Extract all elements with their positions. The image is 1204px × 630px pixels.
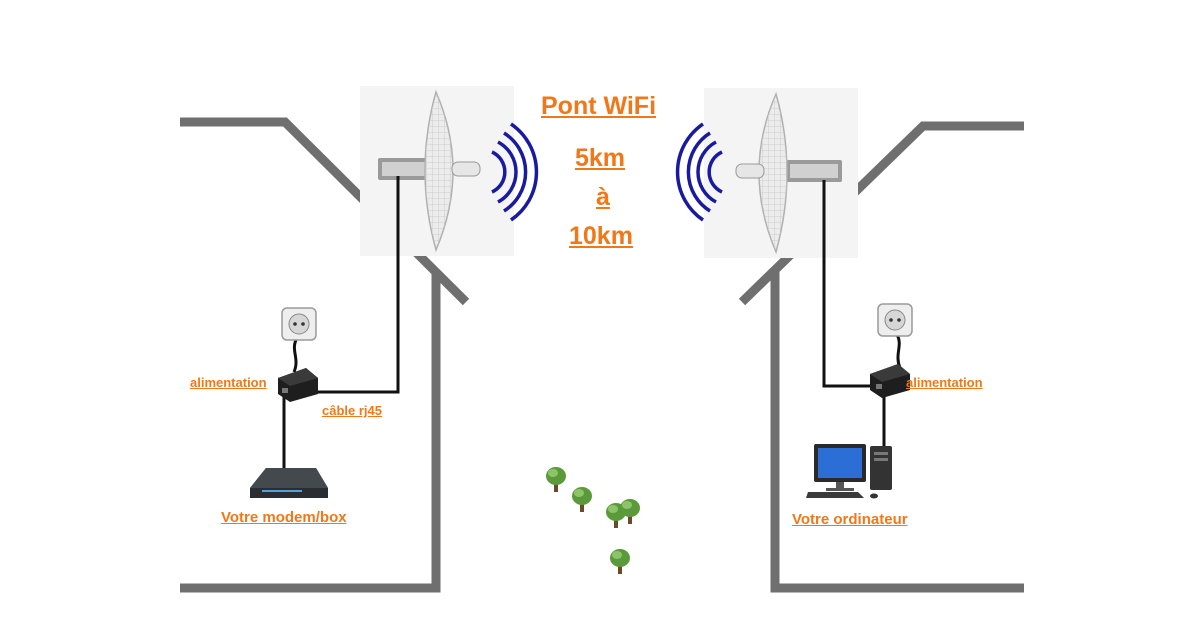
poe-injector-icon: [870, 364, 910, 398]
computer-icon: [806, 444, 892, 499]
right-power-label: alimentation: [906, 375, 983, 390]
right-device-label: Votre ordinateur: [792, 511, 908, 528]
power-outlet-icon: [877, 303, 913, 337]
tree-icon: [572, 487, 592, 512]
tree-icon: [546, 467, 566, 492]
left-device-label: Votre modem/box: [221, 509, 347, 526]
wifi-wave-icon: [675, 122, 723, 222]
distance-to: 10km: [569, 222, 633, 250]
tree-icon: [620, 499, 640, 524]
poe-injector-icon: [278, 368, 318, 402]
trees: [546, 467, 640, 574]
distance-from: 5km: [575, 144, 626, 172]
modem-icon: [250, 468, 328, 498]
distance-connector: à: [596, 183, 610, 211]
wifi-wave-icon: [491, 122, 539, 222]
left-cable-label: câble rj45: [322, 403, 382, 418]
left-power-label: alimentation: [190, 375, 267, 390]
left-cabling: [282, 176, 400, 470]
grid-antenna-icon: [704, 88, 858, 258]
grid-antenna-icon: [360, 86, 514, 256]
tree-icon: [610, 549, 630, 574]
power-outlet-icon: [281, 307, 317, 341]
bridge-title: Pont WiFi: [541, 92, 657, 120]
